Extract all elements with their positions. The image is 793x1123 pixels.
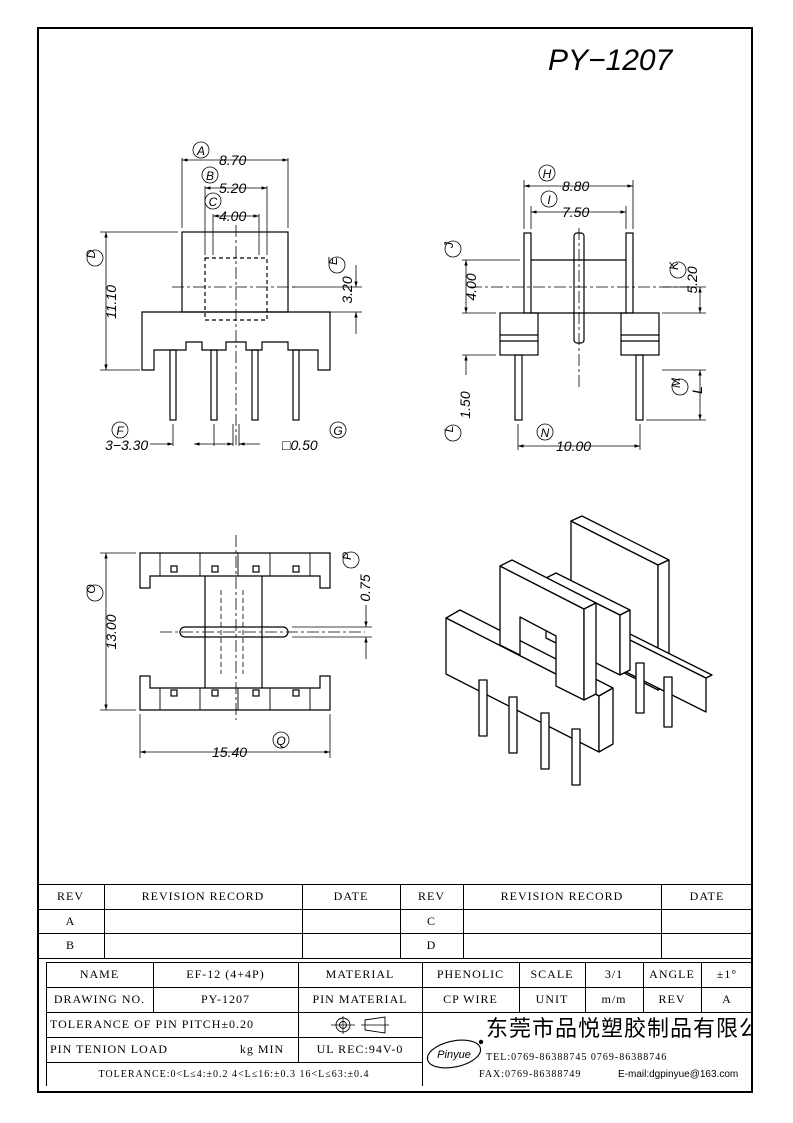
rev-value: A <box>722 992 732 1006</box>
angle-value: ±1° <box>716 967 738 981</box>
revision-record-header-left: REVISION RECORD <box>141 889 265 903</box>
material-label: MATERIAL <box>325 967 395 981</box>
projection-icon <box>331 1015 389 1034</box>
rev-header-left: REV <box>57 889 84 903</box>
dim-label-m: M <box>669 378 683 388</box>
side-view <box>444 164 706 450</box>
dim-label-d: D <box>84 249 98 258</box>
logo-text: Pinyue <box>437 1049 471 1061</box>
date-header-right: DATE <box>689 889 725 903</box>
rev-header-right: REV <box>418 889 445 903</box>
revision-record-header-right: REVISION RECORD <box>500 889 624 903</box>
pin-material-label: PIN MATERIAL <box>312 992 408 1006</box>
dim-value-p: 0.75 <box>357 574 373 601</box>
dim-value-e: 3.20 <box>339 276 355 303</box>
dim-value-j: 4.00 <box>463 273 479 300</box>
company-email: E-mail:dgpinyue@163.com <box>618 1068 739 1080</box>
dim-value-i: 7.50 <box>562 204 589 220</box>
ul-rec: UL REC:94V-0 <box>316 1042 404 1056</box>
company-logo: Pinyue <box>426 1039 484 1069</box>
dim-value-g: □0.50 <box>282 437 318 453</box>
dim-value-n: 10.00 <box>556 438 591 454</box>
dim-label-o: O <box>84 584 98 593</box>
dim-value-d: 11.10 <box>103 285 119 319</box>
dim-label-c: C <box>209 195 218 209</box>
dim-label-g: G <box>333 424 342 438</box>
front-view <box>86 141 362 446</box>
part-number: PY−1207 <box>548 44 674 77</box>
dim-value-o: 13.00 <box>103 614 119 649</box>
material-value: PHENOLIC <box>436 967 505 981</box>
projection-symbol <box>298 1012 422 1037</box>
company-fax: FAX:0769-86388749 <box>479 1068 582 1080</box>
bottom-view-labels: O 13.00 P 0.75 Q 15.40 <box>84 552 373 760</box>
bottom-view <box>86 535 372 758</box>
rev-cell-d: D <box>426 938 437 952</box>
unit-value: m/m <box>601 992 627 1006</box>
dim-label-i: I <box>547 193 551 207</box>
dim-label-n: N <box>541 426 550 440</box>
dim-value-k: 5.20 <box>684 266 700 293</box>
dim-value-l: 1.50 <box>457 391 473 418</box>
drawing-sheet <box>37 27 753 1093</box>
pin-pitch-tolerance: TOLERANCE OF PIN PITCH±0.20 <box>50 1017 255 1031</box>
dim-label-j: J <box>442 241 456 249</box>
dim-label-e: E <box>326 256 340 265</box>
dim-label-l: L <box>442 426 456 433</box>
dim-label-f: F <box>116 424 124 438</box>
side-view-labels: H 8.80 I 7.50 J 4.00 K 5.20 L 1.50 M L N… <box>442 167 705 454</box>
dim-value-m: L <box>689 386 705 394</box>
pin-tension-label: PIN TENION LOAD <box>50 1042 169 1056</box>
unit-label: UNIT <box>535 992 569 1006</box>
scale-label: SCALE <box>530 967 574 981</box>
dim-value-a: 8.70 <box>219 152 246 168</box>
dim-label-a: A <box>196 144 205 158</box>
front-view-labels: A 8.70 B 5.20 C 4.00 D 11.10 E 3.20 F 3−… <box>84 144 355 453</box>
dim-label-q: Q <box>276 734 285 748</box>
rev-label: REV <box>658 992 686 1006</box>
rev-cell-a: A <box>65 913 76 928</box>
dim-value-h: 8.80 <box>562 178 589 194</box>
dim-label-b: B <box>206 169 214 183</box>
pin-tension-unit: kg MIN <box>239 1042 285 1056</box>
company-name: 东莞市品悦塑胶制品有限公司 <box>486 1017 753 1042</box>
dim-value-c: 4.00 <box>219 208 246 224</box>
name-value: EF-12 (4+4P) <box>186 967 265 981</box>
name-label: NAME <box>79 967 120 981</box>
pin-material-value: CP WIRE <box>443 992 498 1006</box>
dim-label-h: H <box>543 167 552 181</box>
rev-cell-b: B <box>65 938 75 952</box>
dim-value-b: 5.20 <box>219 180 246 196</box>
drawing-no-label: DRAWING NO. <box>53 992 146 1006</box>
tolerance-footer: TOLERANCE:0<L≤4:±0.2 4<L≤16:±0.3 16<L≤63… <box>98 1068 370 1080</box>
drawing-no-value: PY-1207 <box>200 992 250 1006</box>
dim-label-p: P <box>340 552 354 560</box>
angle-label: ANGLE <box>649 967 695 981</box>
dim-label-k: K <box>667 261 681 270</box>
isometric-view <box>445 515 713 786</box>
rev-cell-c: C <box>426 913 436 928</box>
scale-value: 3/1 <box>604 967 624 981</box>
company-tel: TEL:0769-86388745 0769-86388746 <box>486 1051 668 1063</box>
date-header-left: DATE <box>333 889 369 903</box>
dim-value-f: 3−3.30 <box>105 437 148 453</box>
dim-value-q: 15.40 <box>212 744 247 760</box>
